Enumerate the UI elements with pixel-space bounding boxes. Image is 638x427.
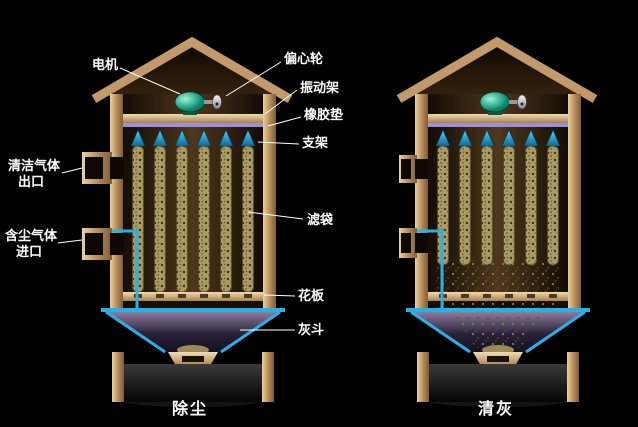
- filter-bag: [457, 129, 473, 266]
- clean-gas-wall-gap: [110, 157, 123, 179]
- filter-bag: [545, 129, 561, 266]
- label-rubber-pad: 橡胶垫: [304, 107, 343, 123]
- eccentric-wheel-icon: [517, 94, 527, 110]
- falling-dust-through-sheet: [438, 301, 558, 312]
- leader-dusty-gas: [57, 239, 83, 244]
- dusty-gas-duct-opening: [401, 233, 411, 253]
- label-dusty-gas-line2: 进口: [16, 245, 42, 260]
- filter-bag: [218, 129, 234, 293]
- inlet-channel-pipe: [417, 229, 444, 308]
- vibration-frame-plate: [123, 114, 263, 123]
- leader-eccentric-wheel: [225, 61, 282, 97]
- label-support: 支架: [301, 135, 328, 151]
- leader-filter-bag: [247, 211, 304, 220]
- left-unit: [82, 36, 293, 407]
- base-leg-right: [567, 352, 579, 402]
- base-leg-left: [417, 352, 429, 402]
- hopper-edge-right: [525, 310, 586, 354]
- clean-gas-wall-gap: [415, 159, 428, 179]
- filter-bag: [479, 129, 495, 266]
- hopper-outlet-slot: [182, 356, 204, 362]
- hopper-edge-left: [105, 310, 166, 354]
- label-dusty-gas-line1: 含尘气体: [4, 228, 58, 244]
- leader-tube-sheet: [263, 294, 296, 297]
- clean-gas-duct-opening: [85, 157, 103, 179]
- plenum: [123, 301, 263, 312]
- roof: [396, 36, 598, 103]
- ash-hopper: [106, 312, 280, 352]
- roof-interior: [409, 48, 585, 96]
- base-body: [124, 364, 262, 402]
- inlet-channel-pipe: [112, 229, 139, 308]
- filter-bag: [523, 129, 539, 266]
- leader-rubber-pad: [267, 116, 302, 127]
- leader-vibration-frame: [264, 89, 298, 115]
- tube-sheet: [123, 292, 263, 301]
- motor-shaft: [509, 100, 518, 104]
- label-eccentric-wheel: 偏心轮: [284, 51, 323, 67]
- left-wall: [110, 94, 123, 312]
- base-leg-right: [262, 352, 274, 402]
- label-ash-hopper: 灰斗: [298, 322, 324, 338]
- eccentric-pin: [520, 102, 524, 106]
- hopper-edge-right: [220, 310, 281, 354]
- hopper-edge-left: [410, 310, 471, 354]
- base-body: [429, 364, 567, 402]
- left-wall: [415, 94, 428, 312]
- hopper-top-edge: [406, 308, 590, 312]
- hopper-outlet-slot: [487, 356, 509, 362]
- leader-lines: [57, 61, 304, 331]
- motor-icon: [479, 91, 511, 113]
- dusty-gas-wall-gap: [110, 233, 123, 255]
- base-leg-left: [112, 352, 124, 402]
- rubber-pad-strip: [123, 123, 263, 127]
- eccentric-wheel-icon: [212, 94, 222, 110]
- caption-right-unit: 清灰: [478, 399, 514, 418]
- filter-bag: [152, 129, 168, 293]
- eccentric-pin: [215, 102, 219, 106]
- motor-shaft: [204, 100, 213, 104]
- tube-sheet: [428, 292, 568, 301]
- filter-bag: [501, 129, 517, 266]
- rubber-pad-strip: [428, 123, 568, 127]
- interior: [123, 94, 263, 312]
- caption-left-unit: 除尘: [172, 399, 208, 418]
- hopper-top-edge: [101, 308, 285, 312]
- right-wall: [568, 94, 581, 312]
- leader-support: [257, 141, 300, 145]
- roof: [91, 36, 293, 103]
- dust-stream-in-hopper: [452, 312, 546, 348]
- label-clean-gas-line1: 清洁气体: [8, 158, 61, 174]
- filter-bag: [196, 129, 212, 293]
- filter-bag: [240, 129, 256, 293]
- leader-motor: [119, 67, 181, 95]
- leader-clean-gas: [61, 167, 83, 174]
- filter-bag: [174, 129, 190, 293]
- labels: 电机 偏心轮 振动架 橡胶垫 支架 清洁气体 出口 含尘气体 进口 滤袋 花板 …: [4, 51, 514, 418]
- dusty-gas-wall-gap: [415, 233, 428, 253]
- label-vibration-frame: 振动架: [300, 80, 339, 96]
- label-motor: 电机: [92, 57, 118, 73]
- clean-gas-duct-opening: [401, 159, 411, 179]
- label-filter-bag: 滤袋: [307, 212, 334, 228]
- vibration-frame-plate: [428, 114, 568, 123]
- roof-interior: [104, 48, 280, 96]
- right-wall: [263, 94, 276, 312]
- label-tube-sheet: 花板: [298, 288, 325, 304]
- motor-icon: [174, 91, 206, 113]
- right-unit: [396, 36, 598, 407]
- dusty-gas-duct-opening: [85, 233, 103, 255]
- label-clean-gas-line2: 出口: [18, 174, 44, 190]
